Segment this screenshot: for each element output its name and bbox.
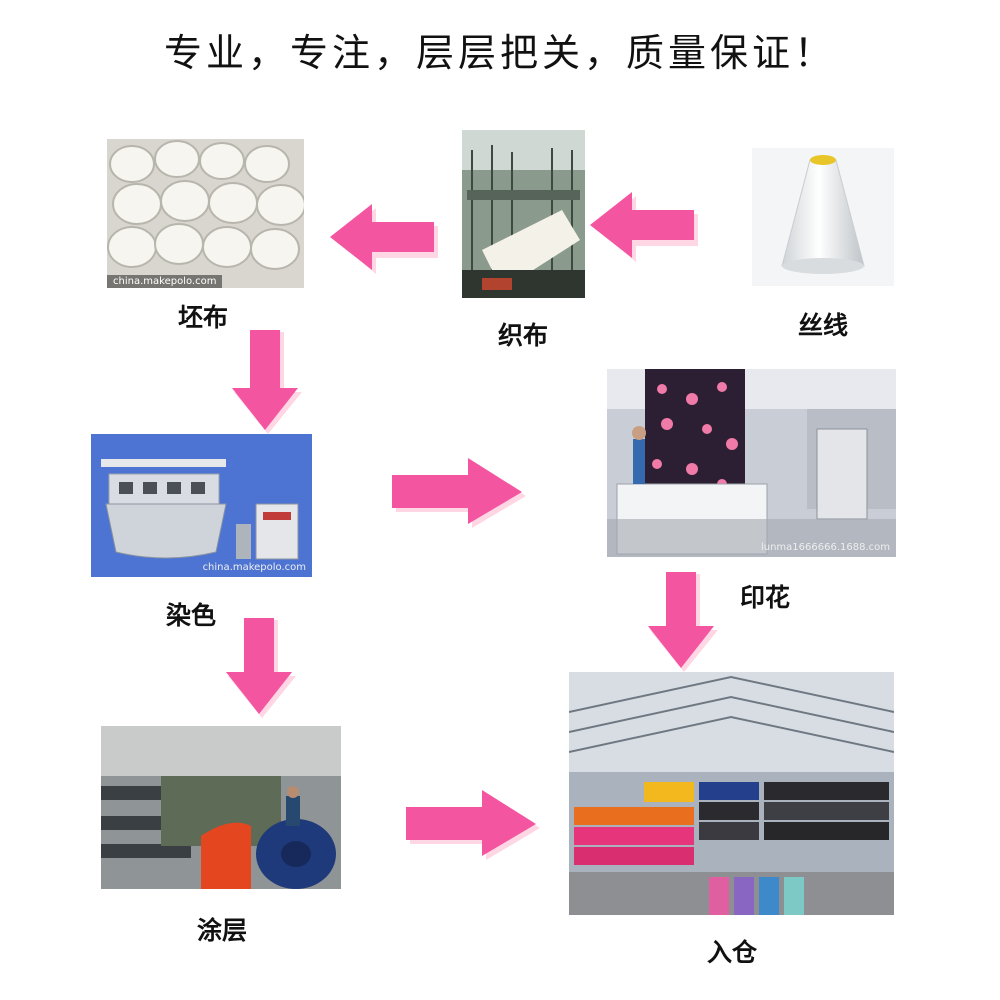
arrow-dyeing-to-coating (226, 618, 296, 718)
weaving-photo (462, 130, 585, 298)
arrow-thread-to-weaving (590, 192, 698, 262)
coating-label: 涂层 (196, 916, 247, 945)
dyeing-watermark: china.makepolo.com (202, 562, 306, 573)
thread-photo (752, 148, 894, 286)
greige-watermark: china.makepolo.com (107, 275, 223, 288)
printing-label: 印花 (739, 583, 790, 612)
arrow-greige-to-dyeing (232, 330, 302, 434)
arrow-coating-to-warehouse (406, 790, 540, 860)
arrow-dyeing-to-printing (392, 458, 526, 528)
greige-cloth-photo: china.makepolo.com (107, 139, 304, 288)
warehouse-photo (569, 672, 894, 915)
thread-label: 丝线 (797, 311, 848, 340)
arrow-weaving-to-greige (330, 204, 438, 274)
greige-label: 坯布 (177, 303, 228, 332)
printing-watermark: lunma1666666.1688.com (760, 542, 890, 553)
dyeing-photo: china.makepolo.com (91, 434, 312, 577)
printing-photo: lunma1666666.1688.com (607, 369, 896, 557)
dyeing-label: 染色 (165, 601, 216, 630)
page-title: 专业，专注，层层把关，质量保证！ (163, 31, 836, 75)
coating-photo (101, 726, 341, 889)
arrow-printing-to-warehouse (648, 572, 718, 672)
weaving-label: 织布 (497, 321, 548, 350)
warehouse-label: 入仓 (706, 938, 757, 967)
